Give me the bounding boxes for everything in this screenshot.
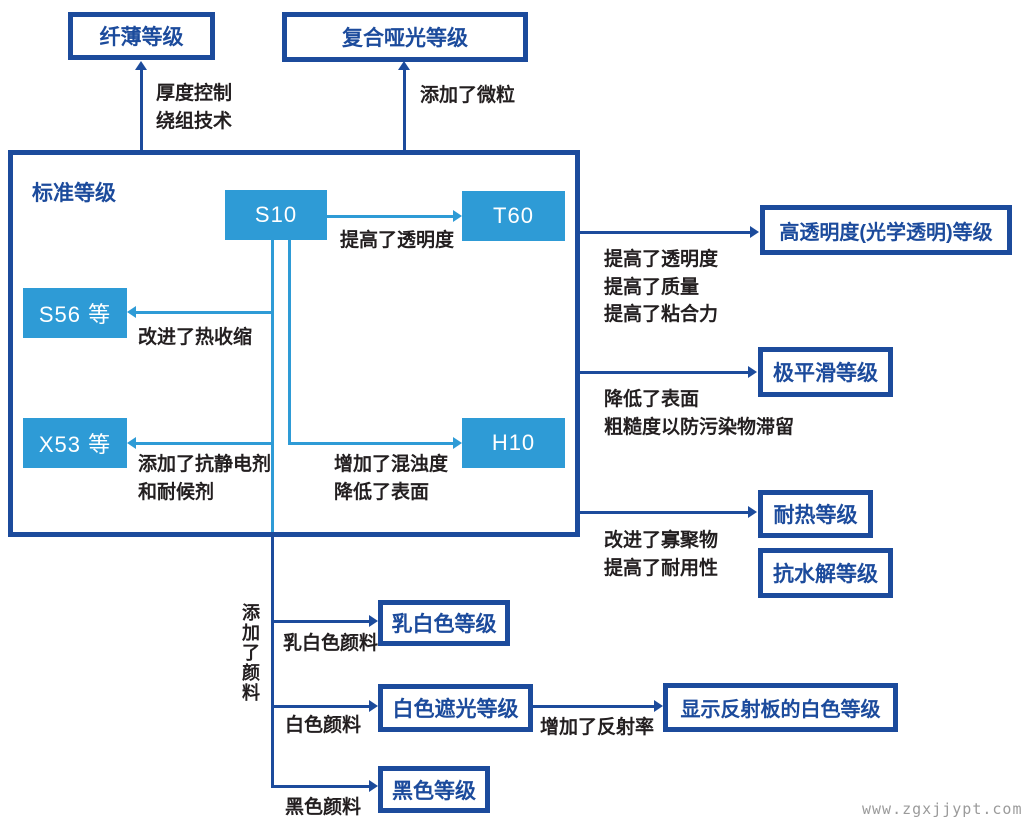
watermark-text: www.zgxjjypt.com — [862, 800, 1023, 818]
edge-to-white-opaque — [272, 705, 371, 708]
edge-frame-to-high-transparency — [578, 231, 752, 234]
node-t60: T60 — [462, 191, 565, 241]
arrowhead-right-milky-white — [369, 615, 378, 627]
standard-grade-title: 标准等级 — [32, 182, 116, 205]
arrowhead-right-high-transparency — [750, 226, 759, 238]
node-s56: S56 等 — [23, 288, 127, 338]
grade-box-milky-white: 乳白色等级 — [378, 600, 510, 646]
label-increased-reflectance: 增加了反射率 — [540, 717, 655, 738]
edge-pigment-trunk — [271, 535, 274, 788]
arrowhead-up-thin — [135, 61, 147, 70]
edge-s10-down-right — [288, 238, 291, 444]
edge-s10-to-h10 — [288, 442, 455, 445]
edge-s10-down-left — [271, 238, 274, 532]
arrowhead-right-heat-resistant — [748, 506, 757, 518]
label-increased-haze-lower-surface: 增加了混浊度 降低了表面 — [334, 454, 449, 503]
arrowhead-right-white-opaque — [369, 700, 378, 712]
grade-box-ultra-smooth: 极平滑等级 — [758, 347, 893, 397]
arrowhead-right-black — [369, 780, 378, 792]
label-white-pigment: 白色颜料 — [285, 715, 362, 736]
arrowhead-left-s56 — [127, 306, 136, 318]
edge-s10-to-s56 — [134, 311, 274, 314]
label-improved-heat-shrink: 改进了热收缩 — [138, 327, 253, 348]
edge-s10-to-t60 — [327, 215, 455, 218]
arrowhead-right-ultra-smooth — [748, 366, 757, 378]
grade-box-high-transparency: 高透明度(光学透明)等级 — [760, 205, 1012, 255]
grade-box-hydrolysis-resistant: 抗水解等级 — [758, 548, 893, 598]
arrowhead-right-h10 — [453, 437, 462, 449]
grade-box-thin: 纤薄等级 — [68, 12, 215, 60]
edge-frame-to-heat-resistant — [578, 511, 750, 514]
label-added-pigment: 添加了颜料 — [240, 603, 260, 703]
arrowhead-right-t60 — [453, 210, 462, 222]
label-thickness-winding: 厚度控制 绕组技术 — [156, 83, 233, 132]
label-added-particles: 添加了微粒 — [420, 85, 516, 106]
node-x53: X53 等 — [23, 418, 127, 468]
edge-frame-to-ultra-smooth — [578, 371, 750, 374]
standard-grade-frame — [8, 150, 580, 537]
grade-box-heat-resistant: 耐热等级 — [758, 490, 873, 538]
edge-standard-to-matte — [403, 69, 406, 151]
label-improved-transparency: 提高了透明度 — [340, 230, 455, 251]
edge-s10-to-x53 — [134, 442, 274, 445]
label-black-pigment: 黑色颜料 — [285, 797, 362, 818]
label-reduced-surface-roughness: 降低了表面 粗糙度以防污染物滞留 — [604, 389, 795, 438]
grade-box-white-opaque: 白色遮光等级 — [378, 684, 533, 732]
node-s10: S10 — [225, 190, 327, 240]
label-added-antistatic-weathering: 添加了抗静电剂 和耐候剂 — [138, 454, 272, 503]
edge-standard-to-thin — [140, 69, 143, 151]
edge-to-milky-white — [272, 620, 371, 623]
edge-white-opaque-to-display — [531, 705, 656, 708]
grade-box-black: 黑色等级 — [378, 766, 490, 813]
arrowhead-right-display — [654, 700, 663, 712]
label-transparency-quality-adhesion: 提高了透明度 提高了质量 提高了粘合力 — [604, 249, 719, 326]
node-h10: H10 — [462, 418, 565, 468]
grade-box-display-reflector-white: 显示反射板的白色等级 — [663, 683, 898, 732]
edge-to-black — [272, 785, 371, 788]
label-milky-pigment: 乳白色颜料 — [283, 633, 379, 654]
arrowhead-up-matte — [398, 61, 410, 70]
grade-box-composite-matte: 复合哑光等级 — [282, 12, 528, 62]
arrowhead-left-x53 — [127, 437, 136, 449]
label-oligomer-durability: 改进了寡聚物 提高了耐用性 — [604, 530, 719, 579]
